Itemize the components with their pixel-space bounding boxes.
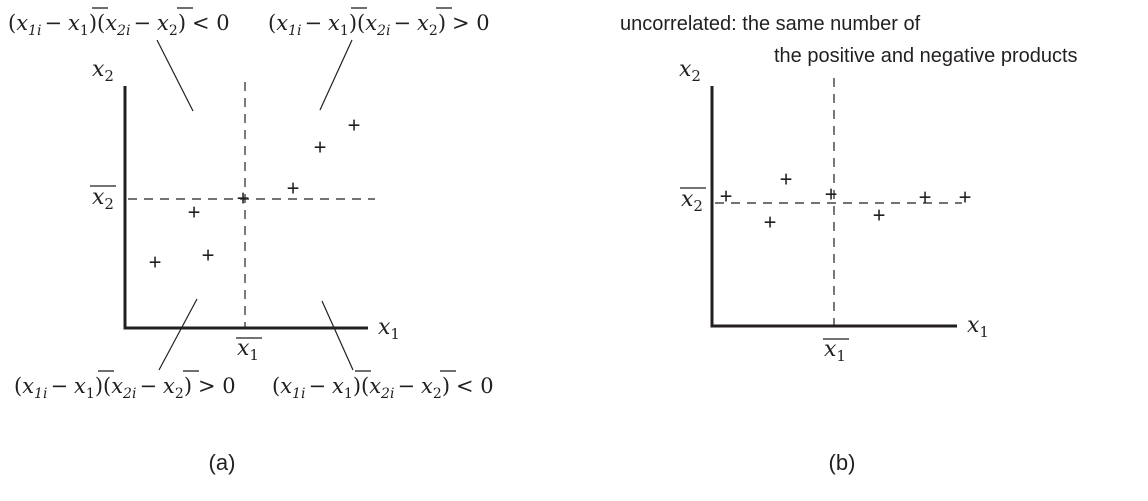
panel-a-caption: (a)	[209, 450, 236, 475]
panel-a-data-point: +	[348, 113, 361, 138]
panel-a-data-point: +	[314, 135, 327, 160]
panel-a-mean-x2-label: x2	[92, 185, 114, 213]
panel-b-data-point: +	[959, 185, 972, 210]
panel-a-leader-top-left	[156, 39, 194, 112]
panel-a-leader-bottom-left	[158, 298, 198, 371]
panel-a-annotation-bottom-right: (x1i−x1)(x2i−x2)< 0	[272, 370, 494, 402]
panel-b-mean-x1-label: x1	[824, 337, 846, 365]
panel-b-note-line-1: uncorrelated: the same number of	[620, 13, 921, 35]
panel-a-y-axis-label: x2	[92, 57, 114, 85]
svg-text:(x1i−x1)(x2i−x2)> 0: (x1i−x1)(x2i−x2)> 0	[268, 11, 490, 39]
panel-a-x-axis-label: x1	[378, 315, 400, 343]
panel-b-data-point: +	[873, 203, 886, 228]
panel-b-axes	[710, 86, 957, 328]
panel-a-data-point: +	[149, 250, 162, 275]
panel-b-data-point: +	[919, 185, 932, 210]
panel-a-data-point: +	[287, 176, 300, 201]
panel-b-data-point: +	[825, 182, 838, 207]
panel-b-y-axis-label: x2	[679, 57, 701, 85]
panel-a-axes	[123, 86, 368, 330]
panel-a-data-point: +	[237, 186, 250, 211]
panel-a-annotation-bottom-left: (x1i−x1)(x2i−x2)> 0	[14, 370, 236, 402]
svg-text:(x1i−x1)(x2i−x2)> 0: (x1i−x1)(x2i−x2)> 0	[14, 374, 236, 402]
panel-a-leader-top-right	[319, 39, 353, 111]
panel-a: x2 x1 x2 x1 + + + + + + + (x1i−x1)(x2i−x…	[8, 7, 494, 475]
panel-a-annotation-top-left: (x1i−x1)(x2i−x2)< 0	[8, 7, 230, 39]
panel-b-data-point: +	[780, 167, 793, 192]
panel-b-x-axis-label: x1	[967, 313, 989, 341]
panel-b-mean-x2-label: x2	[681, 187, 703, 215]
panel-a-leader-bottom-right	[321, 300, 354, 371]
panel-b-data-point: +	[720, 184, 733, 209]
panel-a-data-point: +	[202, 243, 215, 268]
svg-text:(x1i−x1)(x2i−x2)< 0: (x1i−x1)(x2i−x2)< 0	[272, 374, 494, 402]
panel-b: uncorrelated: the same number of the pos…	[620, 13, 1078, 475]
panel-b-note-line-2: the positive and negative products	[774, 45, 1078, 67]
panel-b-caption: (b)	[829, 450, 856, 475]
panel-a-annotation-top-right: (x1i−x1)(x2i−x2)> 0	[268, 7, 490, 39]
svg-text:(x1i−x1)(x2i−x2)< 0: (x1i−x1)(x2i−x2)< 0	[8, 11, 230, 39]
panel-a-data-point: +	[188, 200, 201, 225]
panel-b-data-point: +	[764, 210, 777, 235]
panel-a-mean-x1-label: x1	[237, 336, 259, 364]
